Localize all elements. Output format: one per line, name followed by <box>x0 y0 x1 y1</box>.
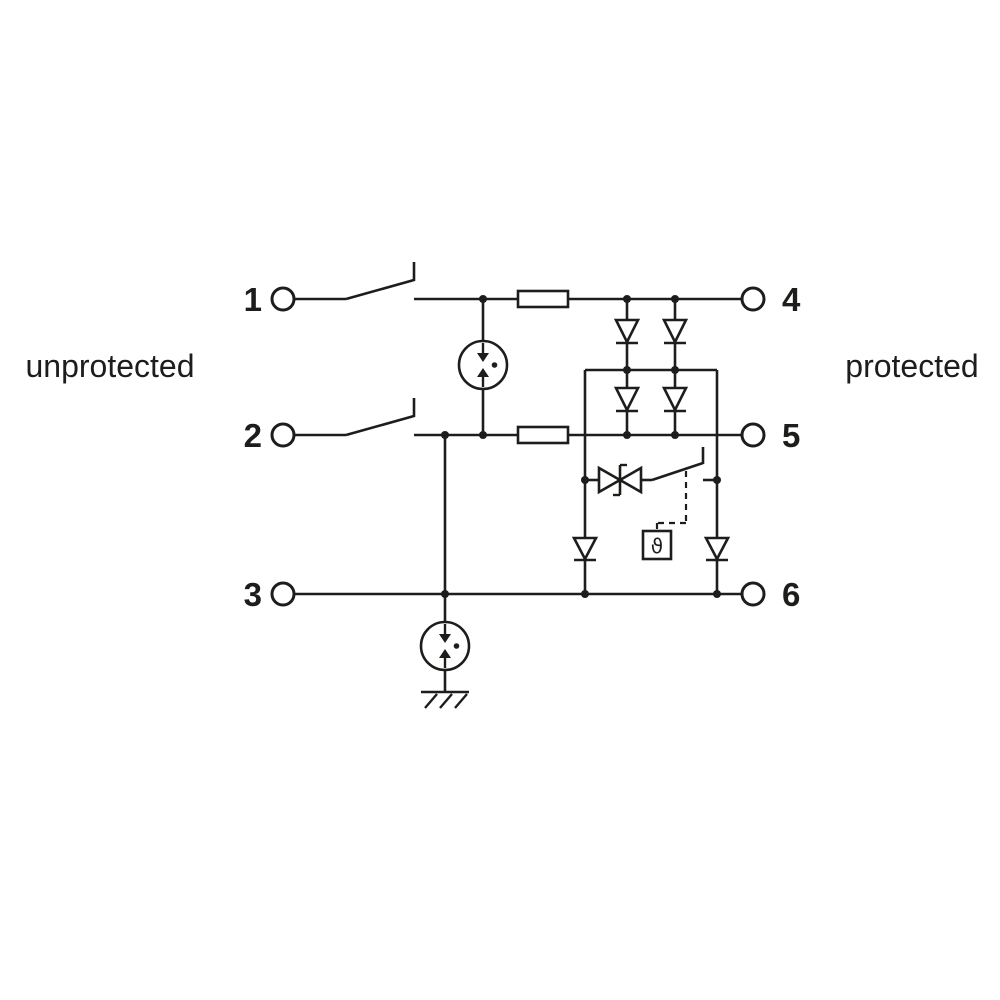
gdt1-arrow-down <box>477 353 489 362</box>
junction-dot <box>441 431 449 439</box>
gdt2-arrow-down <box>439 634 451 643</box>
junction-dot <box>623 366 631 374</box>
junction-dot <box>479 431 487 439</box>
gas-discharge-tube-ground-icon <box>419 620 471 672</box>
resistor-line1-icon <box>516 289 570 309</box>
terminal-4-label: 4 <box>782 281 801 318</box>
resistor1-body <box>516 289 570 309</box>
terminal-4 <box>740 286 766 312</box>
terminal-5 <box>740 422 766 448</box>
terminal-2-label: 2 <box>244 417 262 454</box>
resistor-line2-icon <box>516 425 570 445</box>
junction-dot <box>479 295 487 303</box>
diode-icon <box>613 386 641 413</box>
gdt1-gas-dot <box>491 362 498 368</box>
resistor2-body <box>516 425 570 445</box>
diode-icon <box>613 318 641 345</box>
diode-icon <box>661 318 689 345</box>
earth-ground-icon <box>421 690 469 709</box>
junction-dot <box>581 590 589 598</box>
bridge-side-rails <box>583 370 719 538</box>
terminal-6-label: 6 <box>782 576 800 613</box>
switch1-blade <box>345 278 415 301</box>
tvs-triangle-right <box>617 465 643 495</box>
terminal-5-label: 5 <box>782 417 800 454</box>
suppressor-diode-icon <box>585 463 652 497</box>
switch2-blade <box>345 414 415 437</box>
junction-dot <box>713 590 721 598</box>
ground-hatch-3 <box>454 693 468 709</box>
junction-dot <box>623 431 631 439</box>
terminal-1 <box>270 286 296 312</box>
terminal-3-label: 3 <box>244 576 262 613</box>
thermal-disconnect-switch-icon <box>651 447 717 482</box>
gas-discharge-tube-top-icon <box>457 299 509 435</box>
gdt2-envelope <box>419 620 471 672</box>
diode-icon <box>571 536 599 562</box>
terminal-3 <box>270 581 296 607</box>
thermal-monitor-icon: ϑ <box>641 471 688 561</box>
diode-icon <box>703 536 731 562</box>
unprotected-label: unprotected <box>25 348 194 384</box>
diode-bridge-icon <box>585 299 717 435</box>
gdt1-arrow-up <box>477 368 489 377</box>
terminal-6 <box>740 581 766 607</box>
junction-dots <box>441 295 721 598</box>
terminal-2 <box>270 422 296 448</box>
ground-hatch-1 <box>424 693 438 709</box>
junction-dot <box>713 476 721 484</box>
junction-dot <box>671 431 679 439</box>
junction-dot <box>623 295 631 303</box>
thermal-switch-blade <box>651 461 704 482</box>
gdt2-arrow-up <box>439 649 451 658</box>
lower-left-diode-icon <box>571 536 599 594</box>
tvs-triangle-left <box>597 465 623 495</box>
protected-label: protected <box>845 348 978 384</box>
disconnect-switch-line2-icon <box>345 398 416 437</box>
gdt2-gas-dot <box>453 643 460 649</box>
disconnect-switch-line1-icon <box>345 262 416 301</box>
junction-dot <box>671 366 679 374</box>
terminals <box>270 286 766 607</box>
junction-dot <box>581 476 589 484</box>
gdt1-envelope <box>457 339 509 391</box>
thermal-monitor-symbol: ϑ <box>651 534 663 558</box>
junction-dot <box>671 295 679 303</box>
junction-dot <box>441 590 449 598</box>
lower-right-diode-icon <box>703 536 731 594</box>
ground-hatch-2 <box>439 693 453 709</box>
terminal-1-label: 1 <box>244 281 262 318</box>
thermal-monitor-box <box>641 529 673 561</box>
diode-icon <box>661 386 689 413</box>
